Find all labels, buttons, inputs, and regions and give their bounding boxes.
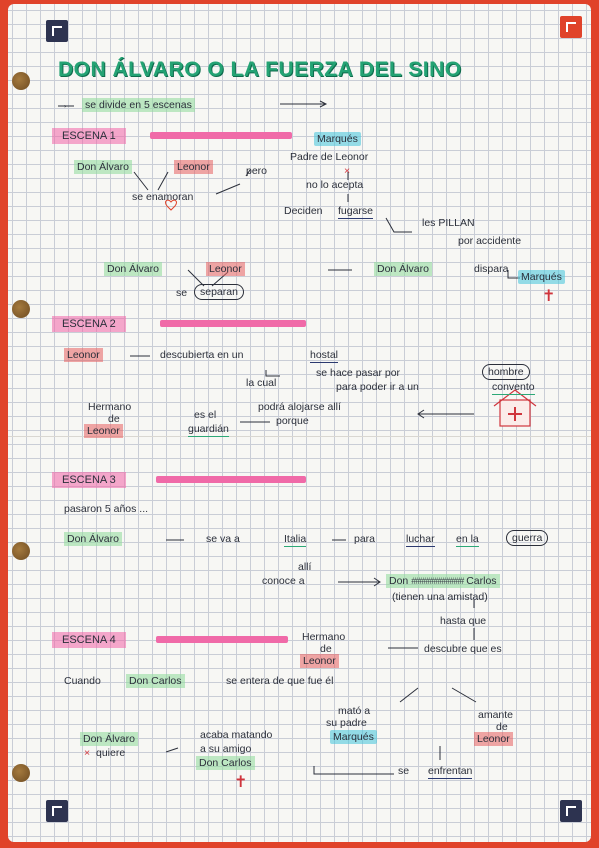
don-carlos-prefix: Don bbox=[389, 575, 409, 587]
cross-icon: ✝ bbox=[234, 774, 248, 791]
se-hace-text: se hace pasar por bbox=[316, 367, 401, 379]
x-mark-icon: × bbox=[84, 747, 91, 759]
descubre-text: descubre que es bbox=[424, 643, 502, 655]
corner-mark-icon bbox=[46, 20, 68, 42]
quiere-text: quiere bbox=[96, 747, 126, 759]
enamoran-text: se enamoran bbox=[132, 191, 194, 203]
hasta-que-text: hasta que bbox=[440, 615, 487, 627]
padre-text: Padre de Leonor bbox=[290, 151, 369, 163]
enfrentan-text: enfrentan bbox=[428, 765, 473, 779]
page-crease bbox=[8, 436, 591, 437]
cross-icon: ✝ bbox=[542, 288, 556, 305]
es-el-text: es el bbox=[194, 409, 217, 421]
leonor-label: Leonor bbox=[174, 160, 213, 174]
de-text: de bbox=[108, 413, 120, 425]
fugarse-text: fugarse bbox=[338, 205, 374, 219]
scene-1-bar bbox=[150, 132, 292, 139]
guardian-text: guardián bbox=[188, 423, 229, 437]
marques-label: Marqués bbox=[518, 270, 565, 284]
italia-text: Italia bbox=[284, 533, 307, 547]
luchar-text: luchar bbox=[406, 533, 435, 547]
su-padre-text: su padre bbox=[326, 717, 367, 729]
leonor-label: Leonor bbox=[206, 262, 245, 276]
se-text: se bbox=[398, 765, 410, 777]
don-carlos-suffix: Carlos bbox=[466, 575, 497, 587]
scene-3-bar bbox=[156, 476, 306, 483]
binder-hole bbox=[12, 300, 30, 318]
marques-label: Marqués bbox=[314, 132, 361, 146]
los-pillan-text: les PILLAN bbox=[422, 217, 475, 229]
hermano-text: Hermano bbox=[302, 631, 346, 643]
podria-text: podrá alojarse allí bbox=[258, 401, 341, 413]
leonor-label: Leonor bbox=[64, 348, 103, 362]
binder-hole bbox=[12, 542, 30, 560]
page-title: DON ÁLVARO O LA FUERZA DEL SINO bbox=[58, 58, 462, 81]
don-carlos-label: Don ############# Carlos bbox=[386, 574, 500, 588]
porque-text: porque bbox=[276, 415, 309, 427]
deciden-text: Deciden bbox=[284, 205, 323, 217]
hombre-text: hombre bbox=[482, 364, 530, 380]
corner-mark-icon bbox=[560, 800, 582, 822]
convento-text: convento bbox=[492, 381, 535, 395]
don-alvaro-label: Don Álvaro bbox=[74, 160, 132, 174]
cuando-text: Cuando bbox=[64, 675, 101, 687]
de-text: de bbox=[320, 643, 332, 655]
scene-3-label: ESCENA 3 bbox=[52, 472, 126, 488]
acaba-text: acaba matando bbox=[200, 729, 273, 741]
alli-text: allí bbox=[298, 561, 312, 573]
para-poder-text: para poder ir a un bbox=[336, 381, 419, 393]
binder-hole bbox=[12, 764, 30, 782]
don-alvaro-label: Don Álvaro bbox=[104, 262, 162, 276]
notebook-page: DON ÁLVARO O LA FUERZA DEL SINO → se div… bbox=[8, 4, 591, 842]
scribble-mark: ############# bbox=[411, 576, 464, 586]
se-text: se bbox=[176, 287, 188, 299]
en-la-text: en la bbox=[456, 533, 479, 547]
por-accidente-text: por accidente bbox=[458, 235, 522, 247]
a-su-amigo-text: a su amigo bbox=[200, 743, 252, 755]
no-acepta-text: no lo acepta bbox=[306, 179, 364, 191]
separan-text: separan bbox=[194, 284, 244, 300]
conoce-text: conoce a bbox=[262, 575, 305, 587]
corner-mark-icon bbox=[46, 800, 68, 822]
marques-label: Marqués bbox=[330, 730, 377, 744]
don-alvaro-label: Don Álvaro bbox=[64, 532, 122, 546]
arrow-icon: → bbox=[58, 99, 69, 111]
x-mark-icon: × bbox=[344, 165, 351, 177]
corner-mark-icon bbox=[560, 16, 582, 38]
leonor-label: Leonor bbox=[474, 732, 513, 746]
se-va-text: se va a bbox=[206, 533, 240, 545]
church-cross-icon bbox=[508, 407, 522, 421]
descubierta-text: descubierta en un bbox=[160, 349, 244, 361]
amistad-text: (tienen una amistad) bbox=[392, 591, 488, 603]
pasaron-text: pasaron 5 años ... bbox=[64, 503, 149, 515]
mato-text: mató a bbox=[338, 705, 371, 717]
don-alvaro-label: Don Álvaro bbox=[374, 262, 432, 276]
scene-4-label: ESCENA 4 bbox=[52, 632, 126, 648]
scene-4-bar bbox=[156, 636, 288, 643]
guerra-text: guerra bbox=[506, 530, 549, 546]
don-carlos-label: Don Carlos bbox=[126, 674, 185, 688]
hostal-text: hostal bbox=[310, 349, 339, 363]
pero-text: pero bbox=[246, 165, 268, 177]
binder-hole bbox=[12, 72, 30, 90]
leonor-label: Leonor bbox=[300, 654, 339, 668]
don-carlos-label: Don Carlos bbox=[196, 756, 255, 770]
scene-2-bar bbox=[160, 320, 306, 327]
scene-1-label: ESCENA 1 bbox=[52, 128, 126, 144]
para-text: para bbox=[354, 533, 376, 545]
se-entera-text: se entera de que fue él bbox=[226, 675, 334, 687]
leonor-label: Leonor bbox=[84, 424, 123, 438]
intro-text: se divide en 5 escenas bbox=[82, 98, 195, 112]
don-alvaro-label: Don Álvaro bbox=[80, 732, 138, 746]
dispara-text: dispara bbox=[474, 263, 509, 275]
hermano-text: Hermano bbox=[88, 401, 132, 413]
de-text: de bbox=[496, 721, 508, 733]
scene-2-label: ESCENA 2 bbox=[52, 316, 126, 332]
amante-text: amante bbox=[478, 709, 514, 721]
la-cual-text: la cual bbox=[246, 377, 277, 389]
